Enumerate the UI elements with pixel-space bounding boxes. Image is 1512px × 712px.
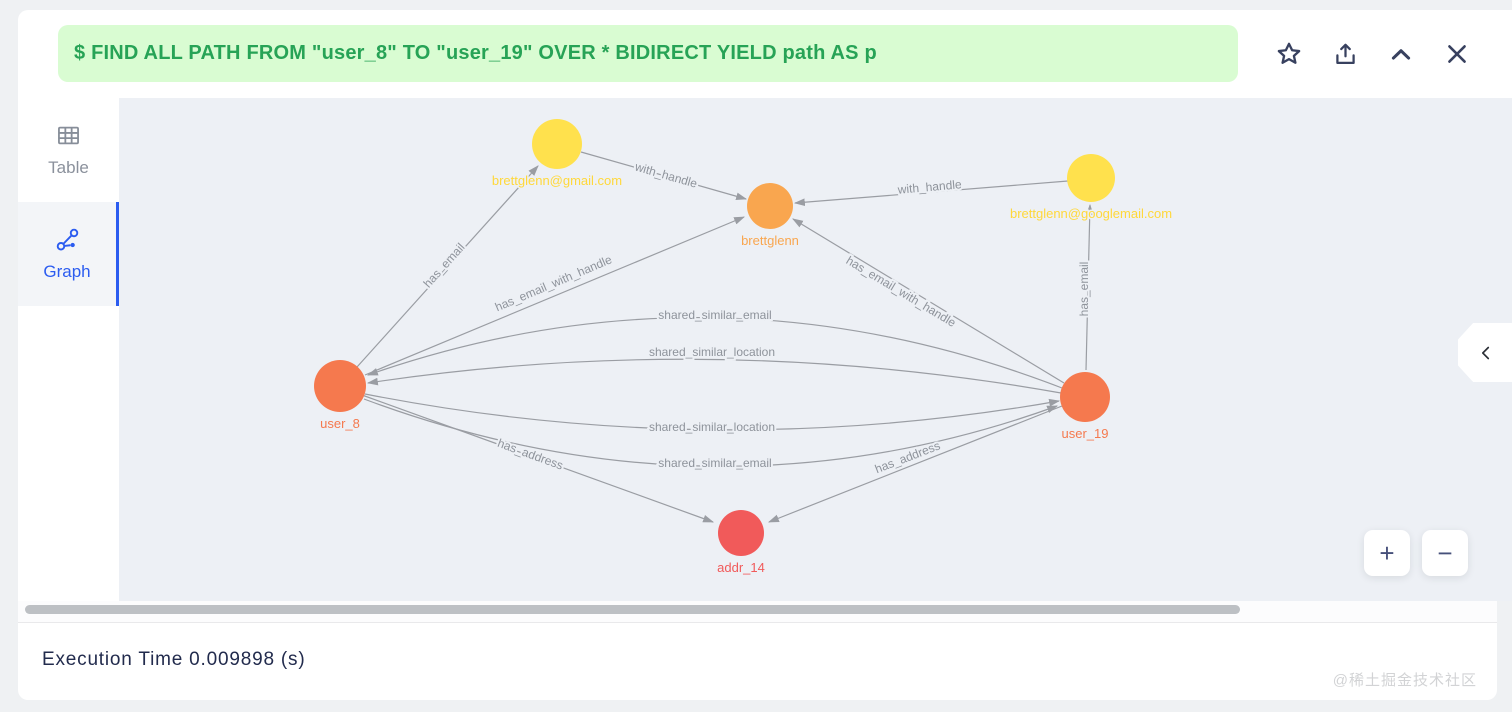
tab-graph-label: Graph	[43, 262, 91, 281]
graph-edge-shared_similar_location[interactable]	[366, 358, 1062, 394]
graph-node-user_8[interactable]	[314, 360, 366, 412]
graph-node-addr_14[interactable]	[718, 510, 764, 556]
graph-edge-shared_similar_location[interactable]	[364, 393, 1061, 431]
collapse-panel-button[interactable]	[1386, 39, 1416, 69]
graph-edge-with_handle[interactable]	[793, 180, 1069, 207]
graph-edge-has_address[interactable]	[361, 394, 715, 523]
side-panel-toggle[interactable]	[1458, 323, 1512, 382]
edge-label: with_handle	[632, 159, 699, 190]
graph-edge-has_address[interactable]	[767, 405, 1063, 523]
result-card-header: $ FIND ALL PATH FROM "user_8" TO "user_1…	[18, 10, 1512, 98]
tab-table[interactable]: Table	[18, 98, 119, 202]
export-icon	[1335, 43, 1355, 64]
favorite-button[interactable]	[1274, 39, 1304, 69]
edge-label: has_email_with_handle	[493, 252, 614, 314]
minus-icon: −	[1437, 538, 1453, 568]
result-footer: Execution Time 0.009898 (s) @稀土掘金技术社区	[18, 623, 1497, 700]
graph-node-brettglenn@googlemail.com[interactable]	[1067, 154, 1115, 202]
graph-node-brettglenn@gmail.com[interactable]	[532, 119, 582, 169]
graph-edge-has_email_with_handle[interactable]	[364, 216, 746, 376]
node-label: user_19	[1062, 426, 1109, 441]
edge-label: has_email	[1077, 262, 1091, 317]
node-label: brettglenn@googlemail.com	[1010, 206, 1172, 221]
chevron-left-icon	[1481, 346, 1490, 359]
zoom-in-button[interactable]: +	[1364, 530, 1410, 576]
edge-label: shared_similar_location	[649, 345, 775, 359]
star-icon	[1277, 42, 1301, 64]
query-statement[interactable]: $ FIND ALL PATH FROM "user_8" TO "user_1…	[58, 25, 1238, 82]
graph-icon	[56, 228, 78, 251]
edge-label: has_email	[421, 240, 468, 290]
edge-label: shared_similar_location	[649, 420, 775, 434]
graph-edge-has_email[interactable]	[356, 165, 539, 368]
close-icon	[1448, 45, 1466, 63]
chevron-up-icon	[1391, 49, 1411, 60]
horizontal-scrollbar-track	[18, 601, 1497, 623]
watermark-text: @稀土掘金技术社区	[1332, 672, 1477, 689]
edge-label: has_email_with_handle	[844, 253, 959, 330]
export-button[interactable]	[1330, 39, 1360, 69]
node-label: user_8	[320, 416, 360, 431]
edge-label: shared_similar_email	[658, 308, 771, 322]
horizontal-scrollbar-thumb[interactable]	[25, 605, 1240, 614]
graph-canvas[interactable]: has_email has_email_with_handle with_handl…	[119, 98, 1512, 601]
node-label: brettglenn	[741, 233, 799, 248]
plus-icon: +	[1379, 538, 1395, 568]
graph-edge-shared_similar_email[interactable]	[366, 316, 1063, 389]
graph-node-brettglenn[interactable]	[747, 183, 793, 229]
graph-edge-shared_similar_email[interactable]	[363, 398, 1059, 467]
node-label: brettglenn@gmail.com	[492, 173, 622, 188]
execution-time-text: Execution Time 0.009898 (s)	[42, 649, 306, 670]
graph-svg: has_email has_email_with_handle with_handl…	[314, 119, 1174, 577]
tab-table-label: Table	[48, 158, 89, 177]
view-mode-sidebar: Table Graph	[18, 98, 119, 601]
edge-label: with_handle	[896, 177, 962, 197]
graph-edge-with_handle[interactable]	[580, 151, 748, 200]
tab-graph[interactable]: Graph	[18, 202, 119, 306]
node-label: addr_14	[717, 560, 765, 575]
edge-label: shared_similar_email	[658, 456, 771, 470]
graph-edge-has_email_with_handle[interactable]	[792, 218, 1065, 384]
close-result-button[interactable]	[1442, 39, 1472, 69]
graph-node-user_19[interactable]	[1060, 372, 1110, 422]
header-toolbar	[1274, 39, 1472, 69]
table-icon	[58, 126, 79, 145]
graph-edge-has_email[interactable]	[1085, 203, 1094, 371]
query-text: $ FIND ALL PATH FROM "user_8" TO "user_1…	[74, 42, 877, 64]
edge-label: has_address	[496, 436, 565, 473]
zoom-out-button[interactable]: −	[1422, 530, 1468, 576]
